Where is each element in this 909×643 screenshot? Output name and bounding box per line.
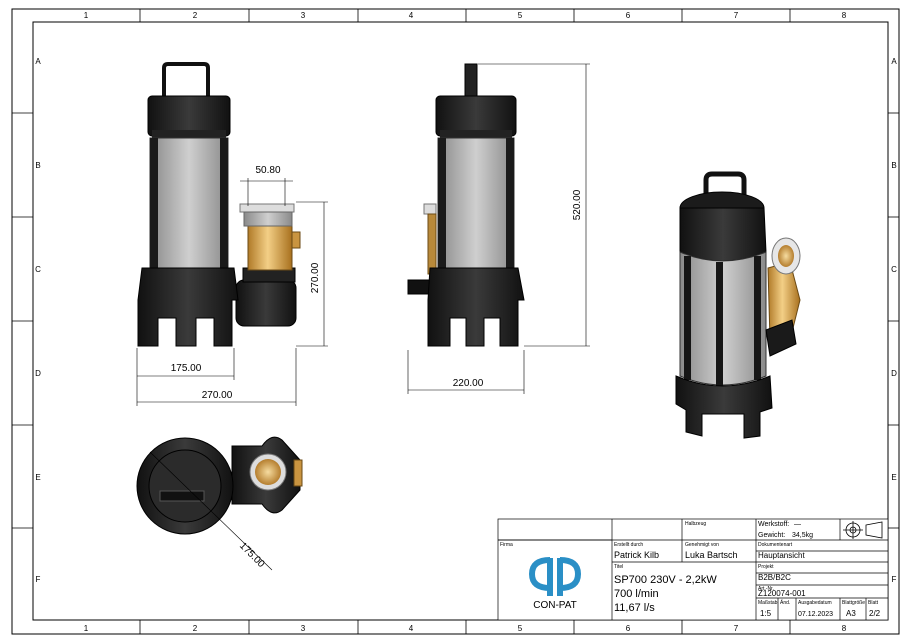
col-label-bottom: 8: [842, 624, 847, 633]
ausgabe-value: 07.12.2023: [798, 611, 833, 618]
titel-line-2: 700 l/min: [614, 588, 659, 600]
col-label-top: 1: [84, 11, 89, 20]
col-label-bottom: 4: [409, 624, 414, 633]
col-label-top: 7: [734, 11, 739, 20]
erstellt-label: Erstellt durch: [614, 542, 643, 548]
col-label-bottom: 6: [626, 624, 631, 633]
halbzeug-label: Halbzeug: [685, 521, 706, 527]
row-label-right: F: [892, 575, 897, 584]
col-label-top: 8: [842, 11, 847, 20]
blattgroesse-value: A3: [846, 609, 856, 618]
row-label-right: E: [891, 473, 896, 482]
gewicht-value: 34,5kg: [792, 532, 813, 539]
side-view-pump: [407, 63, 525, 347]
dim-top-diameter: 175.00: [237, 541, 267, 571]
dokumentenart-value: Hauptansicht: [758, 551, 805, 560]
row-label-right: A: [891, 57, 897, 66]
artnr-label: Art.-Nr.: [758, 586, 774, 592]
top-view-dimensions: [149, 451, 273, 571]
massstab-label: Maßstab: [758, 600, 778, 606]
artnr-value: Z120074-001: [758, 589, 806, 598]
row-label-right: C: [891, 265, 897, 274]
titel-line-3: 11,67 l/s: [614, 602, 655, 614]
col-label-top: 3: [301, 11, 306, 20]
blatt-label: Blatt: [868, 600, 879, 606]
col-label-top: 4: [409, 11, 414, 20]
drawing-frame: [11, 8, 900, 635]
titel-line-1: SP700 230V - 2,2kW: [614, 574, 717, 586]
con-pat-logo: [528, 557, 582, 596]
dim-fitting-width: 50.80: [255, 165, 280, 176]
col-label-bottom: 7: [734, 624, 739, 633]
row-label-right: B: [891, 161, 896, 170]
col-label-bottom: 3: [301, 624, 306, 633]
col-label-top: 5: [518, 11, 523, 20]
blatt-value: 2/2: [869, 609, 881, 618]
dim-overall-width: 270.00: [202, 390, 233, 401]
col-label-bottom: 5: [518, 624, 523, 633]
side-view-dimensions: [407, 63, 590, 394]
row-label-left: A: [35, 57, 41, 66]
logo-text: CON-PAT: [533, 600, 577, 611]
projekt-value: B2B/B2C: [758, 573, 791, 582]
col-label-bottom: 1: [84, 624, 89, 633]
gewicht-label: Gewicht:: [758, 532, 785, 539]
ausgabe-label: Ausgabedatum: [798, 600, 832, 606]
werkstoff-value: —: [794, 521, 801, 528]
massstab-value: 1:5: [760, 609, 772, 618]
row-label-left: E: [35, 473, 40, 482]
col-label-bottom: 2: [193, 624, 198, 633]
firma-label: Firma: [500, 542, 513, 548]
row-label-left: F: [36, 575, 41, 584]
row-label-left: C: [35, 265, 41, 274]
front-view-pump: [137, 62, 301, 347]
row-label-right: D: [891, 369, 897, 378]
dim-base-width: 175.00: [171, 363, 202, 374]
genehmigt-value: Luka Bartsch: [685, 550, 738, 560]
genehmigt-label: Genehmigt von: [685, 542, 719, 548]
erstellt-value: Patrick Kilb: [614, 550, 659, 560]
row-label-left: D: [35, 369, 41, 378]
grid-labels: 1 2 3 4 5 6 7 8 1 2 3 4 5 6 7 8 A B C D …: [35, 11, 897, 633]
dim-side-depth: 220.00: [453, 378, 484, 389]
blattgroesse-label: Blattgröße: [842, 600, 865, 606]
aend-label: Änd.: [780, 599, 790, 606]
row-label-left: B: [35, 161, 40, 170]
dokumentenart-label: Dokumentenart: [758, 542, 793, 548]
dim-overall-height: 520.00: [572, 189, 583, 220]
front-view-dimensions: [136, 178, 328, 406]
isometric-view-pump: [675, 171, 801, 439]
projection-symbol-icon: [843, 521, 883, 539]
werkstoff-label: Werkstoff:: [758, 521, 789, 528]
col-label-top: 2: [193, 11, 198, 20]
titel-label: Titel: [614, 564, 623, 570]
projekt-label: Projekt: [758, 564, 774, 570]
col-label-top: 6: [626, 11, 631, 20]
dim-outlet-height: 270.00: [310, 262, 321, 293]
